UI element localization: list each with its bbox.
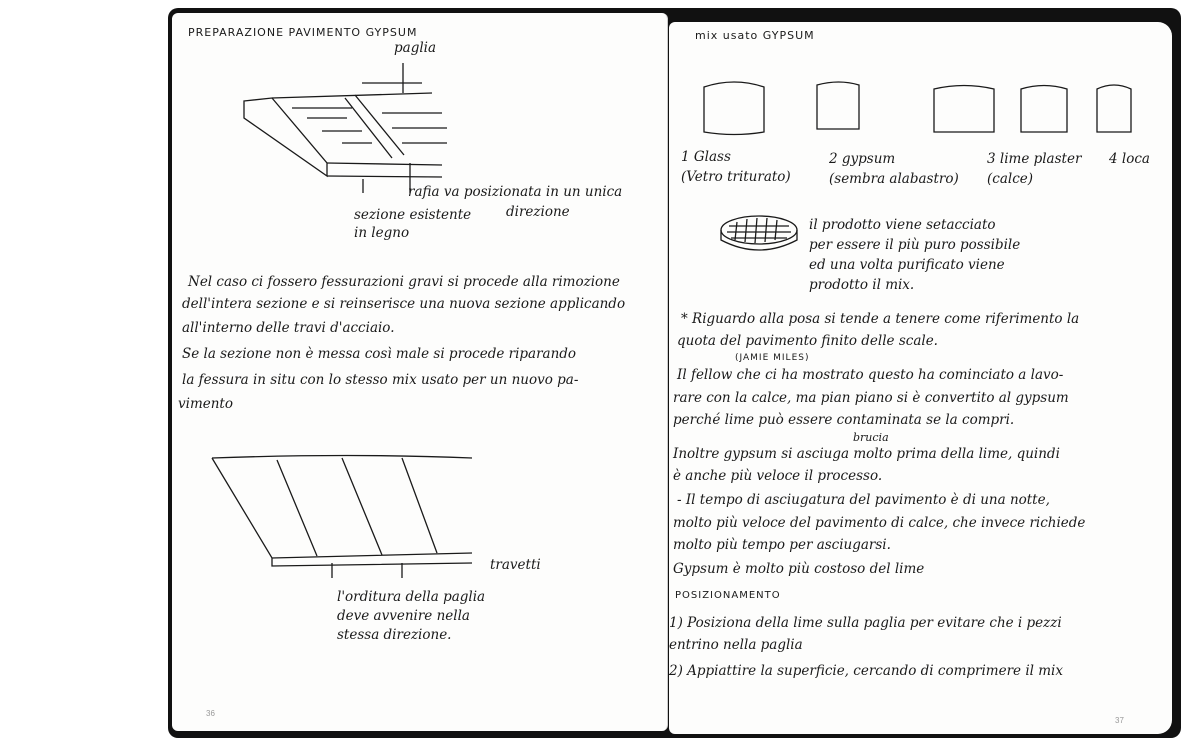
text-line: per essere il più puro possibile <box>809 237 1021 253</box>
item-label: 3 lime plaster <box>987 151 1082 167</box>
text-line: ed una volta purificato viene <box>809 257 1005 273</box>
caption-line: stessa direzione. <box>337 627 452 643</box>
item-label: 2 gypsum <box>829 151 896 167</box>
label-sezione: sezione esistente <box>354 207 472 223</box>
left-page: PREPARAZIONE PAVIMENTO GYPSUM paglia raf… <box>172 13 668 731</box>
page-title: PREPARAZIONE PAVIMENTO GYPSUM <box>188 26 418 39</box>
text-line: il prodotto viene setacciato <box>809 217 996 233</box>
text-line: prodotto il mix. <box>809 277 915 293</box>
caption-line: deve avvenire nella <box>337 608 470 624</box>
text-line: - Il tempo di asciugatura del pavimento … <box>677 492 1050 508</box>
text-line: Il fellow che ci ha mostrato questo ha c… <box>677 367 1064 383</box>
text-line: Se la sezione non è messa così male si p… <box>182 346 577 362</box>
label-rafia-2: direzione <box>506 204 570 220</box>
right-page: mix usato GYPSUM 1 Glass (Vetro triturat… <box>669 22 1172 734</box>
label-rafia: rafia va posizionata in un unica <box>408 184 623 200</box>
text-line: la fessura in situ con lo stesso mix usa… <box>182 372 579 388</box>
joists-sketch <box>211 454 473 578</box>
label-travetti: travetti <box>490 557 541 573</box>
label-sezione-2: in legno <box>354 225 410 241</box>
item-sub: (sembra alabastro) <box>829 171 959 187</box>
caption-line: l'orditura della paglia <box>337 589 486 605</box>
floor-section-sketch <box>243 63 447 193</box>
text-line: rare con la calce, ma pian piano si è co… <box>673 390 1069 406</box>
step-line: 1) Posiziona della lime sulla paglia per… <box>669 615 1062 631</box>
text-line: * Riguardo alla posa si tende a tenere c… <box>681 311 1080 327</box>
sieve-sketch <box>720 215 798 251</box>
page-title: mix usato GYPSUM <box>695 29 815 42</box>
text-line: Gypsum è molto più costoso del lime <box>673 561 925 577</box>
text-line: all'interno delle travi d'acciaio. <box>182 320 395 336</box>
text-line: molto più tempo per asciugarsi. <box>673 537 891 553</box>
page-number: 37 <box>1115 716 1124 725</box>
page-number: 36 <box>206 709 215 718</box>
jars-sketch <box>703 81 1132 136</box>
annotation-brucia: brucia <box>853 431 889 444</box>
item-label: 1 Glass <box>681 149 731 165</box>
step-line: 2) Appiattire la superficie, cercando di… <box>669 663 1063 679</box>
text-line: dell'intera sezione e si reinserisce una… <box>182 296 626 312</box>
text-line: Inoltre gypsum si asciuga molto prima de… <box>673 446 1060 462</box>
item-sub: (calce) <box>987 171 1034 187</box>
section-title: POSIZIONAMENTO <box>675 590 781 601</box>
text-line: perché lime può essere contaminata se la… <box>673 412 1015 428</box>
text-line: è anche più veloce il processo. <box>673 468 883 484</box>
item-label: 4 loca <box>1109 151 1150 167</box>
text-line: Nel caso ci fossero fessurazioni gravi s… <box>188 274 620 290</box>
step-line: entrino nella paglia <box>669 637 803 653</box>
label-paglia: paglia <box>394 40 437 56</box>
text-line: quota del pavimento finito delle scale. <box>677 333 938 349</box>
item-sub: (Vetro triturato) <box>681 169 791 185</box>
annotation-name: (JAMIE MILES) <box>735 353 810 363</box>
text-line: vimento <box>178 396 233 412</box>
text-line: molto più veloce del pavimento di calce,… <box>673 515 1086 531</box>
